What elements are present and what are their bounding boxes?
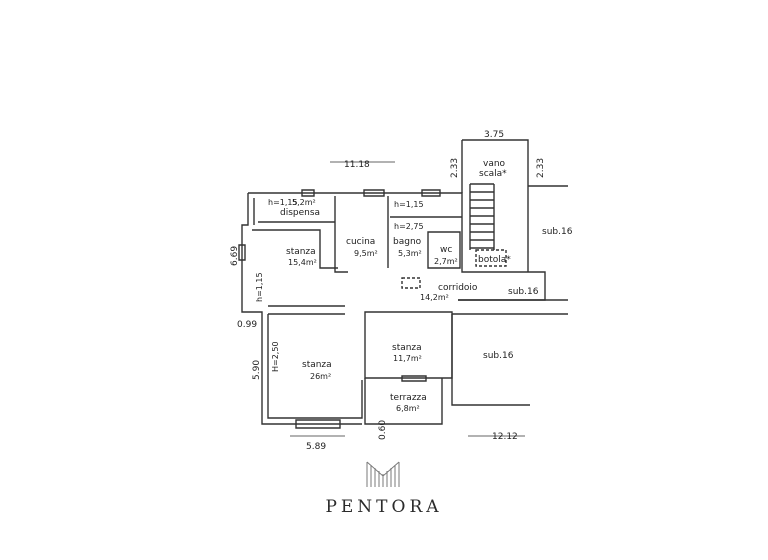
window-top-3 [421,189,441,197]
label-botola: botola* [478,255,511,265]
label-wc: wc [440,245,452,255]
outer-wall-west [241,193,362,425]
dim-stair-right: 2.33 [536,158,546,178]
partition-wc [427,231,461,269]
stanza-sw-inner [267,314,363,419]
area-stanza-nw: 15,4m² [288,258,317,267]
label-terrazza: terrazza [390,393,427,403]
area-dispensa: 5,2m² [292,198,316,207]
dim-left-small: 0.99 [237,320,257,330]
partition-stanza-c [364,311,453,379]
window-bottom [295,419,341,429]
label-cucina: cucina [346,237,375,247]
label-vano: vano [483,159,506,169]
height-stanza-sw: H=2,50 [271,341,280,372]
partition-cucina-left [334,196,348,273]
area-stanza-sw: 26m² [310,372,331,381]
neighbor-sub16-3: sub.16 [483,351,514,361]
height-bagno: h=1,15 [394,200,424,209]
label-stanza-nw: stanza [286,247,316,257]
window-top-2 [363,189,385,197]
dim-terrace-depth: 0.60 [378,420,388,440]
area-stanza-c: 11,7m² [393,354,422,363]
height-stanza-nw: h=1,15 [255,272,264,302]
brand-logo [366,461,400,487]
dim-bottom-width: 5.89 [306,442,326,452]
height2-bagno: h=2,75 [394,222,424,231]
stair-steps [469,183,495,250]
window-top-1 [301,189,315,197]
area-bagno: 5,3m² [398,249,422,258]
dim-left-height: 6.69 [230,246,240,266]
label-stanza-c: stanza [392,343,422,353]
dim-right-width: 12.12 [492,432,518,442]
dim-stair-left: 2.33 [450,158,460,178]
partition-terrace [364,378,443,425]
area-corridoio: 14,2m² [420,293,449,302]
stair-wall [461,139,529,272]
dim-lower-left: 5.90 [252,360,262,380]
brand-name: PENTORA [325,497,443,517]
neighbor-sub16-1: sub.16 [542,227,573,237]
partition-corridor-south [268,305,345,315]
area-wc: 2,7m² [434,257,458,266]
dim-top-width: 11.18 [344,160,370,170]
area-terrazza: 6,8m² [396,404,420,413]
window-west [238,244,246,261]
botola-hatch [475,249,507,267]
area-cucina: 9,5m² [354,249,378,258]
partition-stanza-nw [252,229,338,269]
dim-stair-width: 3.75 [484,130,504,140]
label-scala: scala* [479,169,507,179]
label-corridoio: corridoio [438,283,478,293]
corridor-hatch [401,277,421,289]
label-dispensa: dispensa [280,208,320,218]
height-dispensa: h=1,15 [268,198,298,207]
label-stanza-sw: stanza [302,360,332,370]
label-bagno: bagno [393,237,422,247]
neighbor-sub16-2: sub.16 [508,287,539,297]
window-terrace [401,375,427,382]
